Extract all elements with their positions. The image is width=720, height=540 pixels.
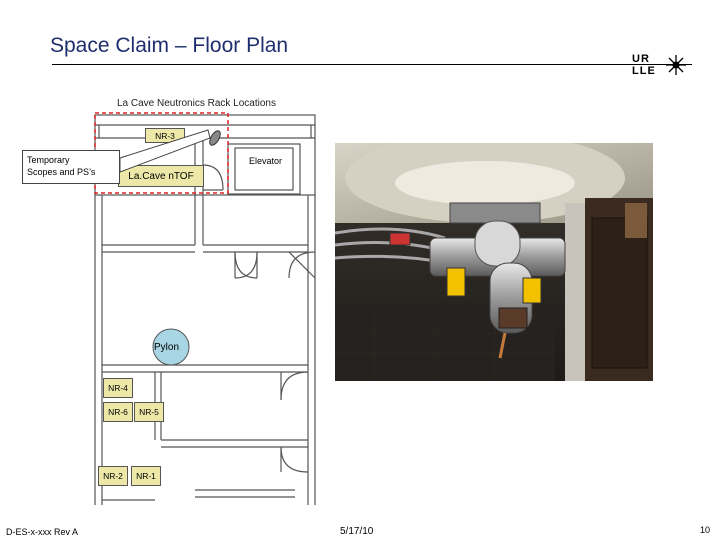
- equipment-photo: [335, 143, 653, 381]
- rack-nr-3: NR-3: [145, 128, 185, 143]
- slide-date: 5/17/10: [340, 526, 374, 537]
- laser-star-icon: [666, 55, 686, 75]
- lacave-ntof-label: La.Cave nTOF: [118, 165, 204, 187]
- pylon-label: Pylon: [154, 342, 180, 353]
- callout-line-2: Scopes and PS’s: [27, 167, 96, 177]
- floor-plan-title: La Cave Neutronics Rack Locations: [117, 98, 276, 109]
- rack-nr-4: NR-4: [103, 378, 133, 398]
- callout-line-1: Temporary: [27, 155, 70, 165]
- slide-title: Space Claim – Floor Plan: [50, 34, 289, 57]
- rack-nr-2: NR-2: [98, 466, 128, 486]
- callout-pointer: [119, 129, 211, 173]
- rack-nr-1: NR-1: [131, 466, 161, 486]
- document-id: D-ES-x-xxx Rev A: [6, 527, 79, 537]
- rack-nr-6: NR-6: [103, 402, 133, 422]
- ur-lle-logo: UR LLE: [632, 53, 688, 79]
- logo-line-1: UR: [632, 53, 650, 65]
- temporary-scopes-callout: Temporary Scopes and PS’s: [22, 150, 120, 184]
- page-number: 10: [700, 525, 711, 535]
- floor-plan-drawing: [94, 112, 316, 505]
- rack-nr-5: NR-5: [134, 402, 164, 422]
- title-rule: [52, 64, 692, 65]
- logo-line-2: LLE: [632, 65, 656, 77]
- elevator-label: Elevator: [249, 156, 283, 166]
